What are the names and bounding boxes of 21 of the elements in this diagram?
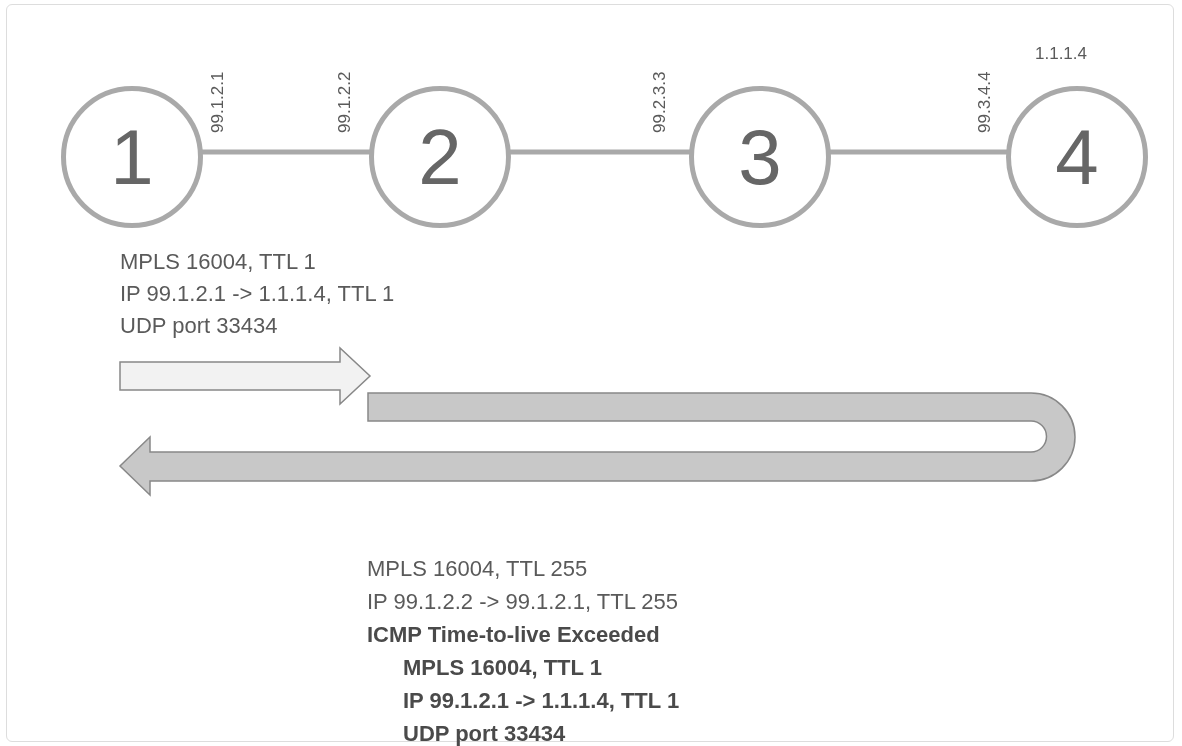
interface-address: 99.1.2.1: [208, 71, 228, 133]
router-number: 4: [1055, 118, 1099, 196]
interface-address: 99.2.3.3: [650, 71, 670, 133]
packet-header-line: MPLS 16004, TTL 255: [367, 556, 588, 582]
packet-header-line: MPLS 16004, TTL 1: [403, 655, 602, 681]
packet-header-line: IP 99.1.2.2 -> 99.1.2.1, TTL 255: [367, 589, 678, 615]
packet-header-line: IP 99.1.2.1 -> 1.1.1.4, TTL 1: [120, 281, 395, 307]
router-number: 1: [110, 118, 154, 196]
router-number: 3: [738, 118, 782, 196]
packet-header-line: UDP port 33434: [120, 313, 278, 339]
packet-header-line: IP 99.1.2.1 -> 1.1.1.4, TTL 1: [403, 688, 680, 714]
packet-header-line: ICMP Time-to-live Exceeded: [367, 622, 660, 648]
interface-address: 99.1.2.2: [335, 71, 355, 133]
link-line: [508, 149, 692, 155]
link-line: [828, 149, 1009, 155]
link-line: [200, 149, 372, 155]
packet-header-line: UDP port 33434: [403, 721, 566, 746]
interface-address: 99.3.4.4: [975, 71, 995, 133]
router-number: 2: [418, 118, 462, 196]
packet-header-line: MPLS 16004, TTL 1: [120, 249, 316, 275]
loopback-address: 1.1.1.4: [1035, 44, 1087, 64]
